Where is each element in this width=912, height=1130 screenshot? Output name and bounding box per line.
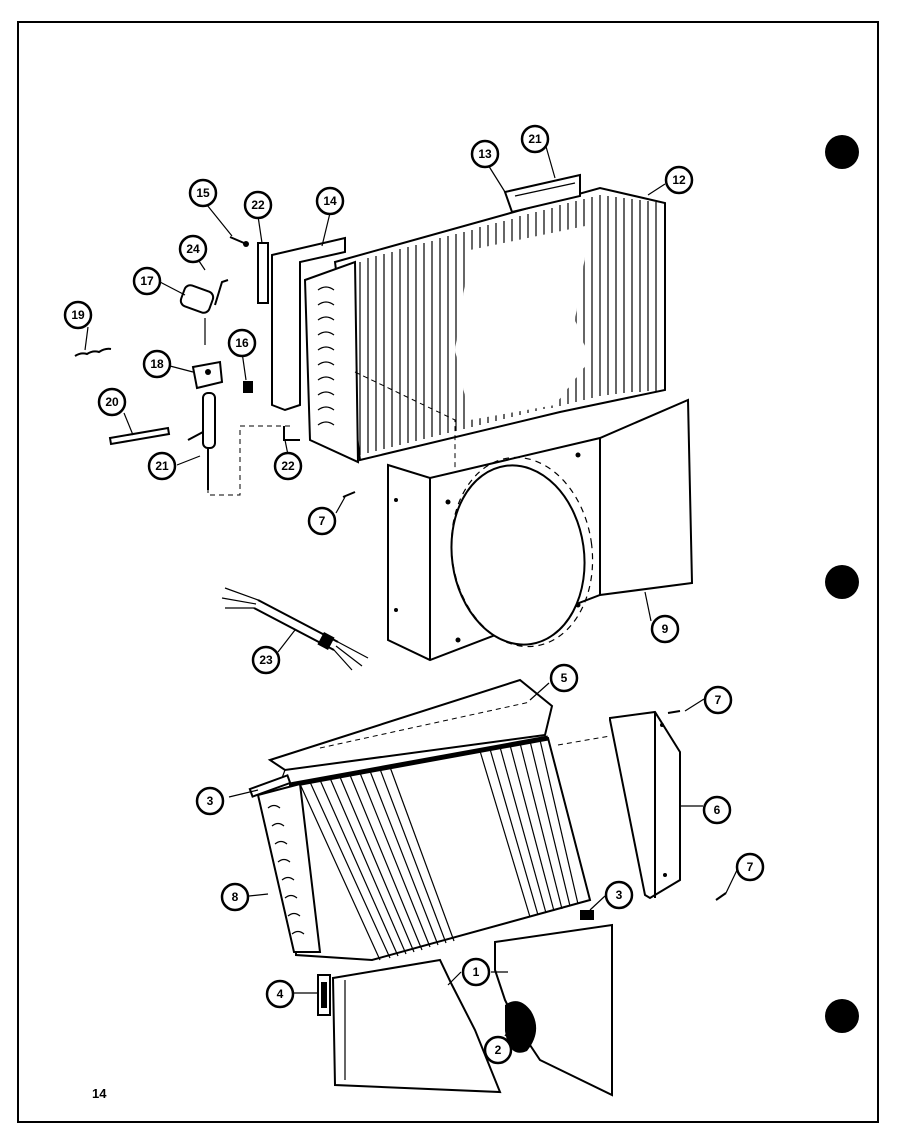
callout-14: 16 bbox=[227, 328, 257, 358]
svg-text:22: 22 bbox=[251, 198, 265, 212]
coil-side-bracket bbox=[609, 710, 681, 900]
svg-text:2: 2 bbox=[495, 1043, 502, 1057]
callout-7b: 7 bbox=[703, 685, 733, 715]
svg-text:17: 17 bbox=[140, 274, 154, 288]
callout-21: 21 bbox=[520, 124, 550, 154]
svg-text:14: 14 bbox=[323, 194, 337, 208]
power-cord bbox=[221, 587, 369, 671]
svg-text:9: 9 bbox=[662, 622, 669, 636]
callout-15: 17 bbox=[132, 266, 162, 296]
svg-text:15: 15 bbox=[196, 186, 210, 200]
wire-clip bbox=[74, 347, 112, 357]
svg-text:5: 5 bbox=[561, 671, 568, 685]
tube-bend bbox=[283, 426, 300, 441]
binder-hole-icon bbox=[825, 565, 859, 599]
callout-5: 5 bbox=[549, 663, 579, 693]
mount-bracket bbox=[317, 974, 331, 1016]
svg-text:6: 6 bbox=[714, 803, 721, 817]
svg-text:1: 1 bbox=[473, 965, 480, 979]
binder-hole-icon bbox=[825, 135, 859, 169]
callout-19: 21 bbox=[147, 451, 177, 481]
coil-clip bbox=[580, 910, 594, 920]
svg-text:13: 13 bbox=[478, 147, 492, 161]
callout-12: 14 bbox=[315, 186, 345, 216]
svg-text:22: 22 bbox=[281, 459, 295, 473]
svg-text:21: 21 bbox=[528, 132, 542, 146]
svg-text:7: 7 bbox=[319, 514, 326, 528]
leader-lines bbox=[84, 142, 739, 1037]
fan-shroud bbox=[387, 398, 694, 662]
clip-fastener bbox=[243, 381, 253, 393]
svg-text:7: 7 bbox=[715, 693, 722, 707]
screw-small bbox=[715, 892, 727, 901]
relay-capacitor bbox=[179, 279, 229, 345]
svg-text:23: 23 bbox=[259, 653, 273, 667]
screw-strip bbox=[257, 242, 269, 304]
callout-3b: 3 bbox=[604, 880, 634, 910]
callout-18: 20 bbox=[97, 387, 127, 417]
insulation-strip bbox=[108, 426, 171, 446]
svg-text:8: 8 bbox=[232, 890, 239, 904]
callout-6: 6 bbox=[702, 795, 732, 825]
svg-text:20: 20 bbox=[105, 395, 119, 409]
svg-text:4: 4 bbox=[277, 987, 284, 1001]
screw-small bbox=[229, 236, 249, 247]
callout-11: 13 bbox=[470, 139, 500, 169]
svg-text:3: 3 bbox=[207, 794, 214, 808]
coil-bracket-left bbox=[271, 236, 346, 412]
screw-small bbox=[667, 710, 681, 714]
callout-22: 22 bbox=[243, 190, 273, 220]
callout-9: 9 bbox=[650, 614, 680, 644]
callout-2: 2 bbox=[483, 1035, 513, 1065]
callout-7c: 7 bbox=[735, 852, 765, 882]
svg-text:7: 7 bbox=[747, 860, 754, 874]
svg-text:24: 24 bbox=[186, 242, 200, 256]
base-pan bbox=[331, 923, 613, 1097]
callout-23: 23 bbox=[251, 645, 281, 675]
svg-text:3: 3 bbox=[616, 888, 623, 902]
svg-text:18: 18 bbox=[150, 357, 164, 371]
insulation-pad bbox=[505, 1001, 537, 1053]
callout-1: 1 bbox=[461, 957, 491, 987]
screw-small bbox=[342, 491, 356, 498]
callout-3: 3 bbox=[195, 786, 225, 816]
callout-24: 24 bbox=[178, 234, 208, 264]
callout-7: 7 bbox=[307, 506, 337, 536]
callout-4: 4 bbox=[265, 979, 295, 1009]
coil-bracket-top bbox=[503, 173, 581, 214]
callout-20: 22 bbox=[273, 451, 303, 481]
svg-text:21: 21 bbox=[155, 459, 169, 473]
evaporator-coil bbox=[248, 735, 592, 962]
svg-text:19: 19 bbox=[71, 308, 85, 322]
callout-10: 12 bbox=[664, 165, 694, 195]
callout-8: 8 bbox=[220, 882, 250, 912]
svg-text:12: 12 bbox=[672, 173, 686, 187]
drier-tube bbox=[187, 392, 216, 490]
callout-17: 19 bbox=[63, 300, 93, 330]
callout-13: 15 bbox=[188, 178, 218, 208]
callout-16: 18 bbox=[142, 349, 172, 379]
page-number: 14 bbox=[92, 1086, 107, 1101]
overload-block bbox=[191, 360, 224, 390]
condenser-coil bbox=[303, 186, 666, 464]
svg-text:16: 16 bbox=[235, 336, 249, 350]
binder-hole-icon bbox=[825, 999, 859, 1033]
